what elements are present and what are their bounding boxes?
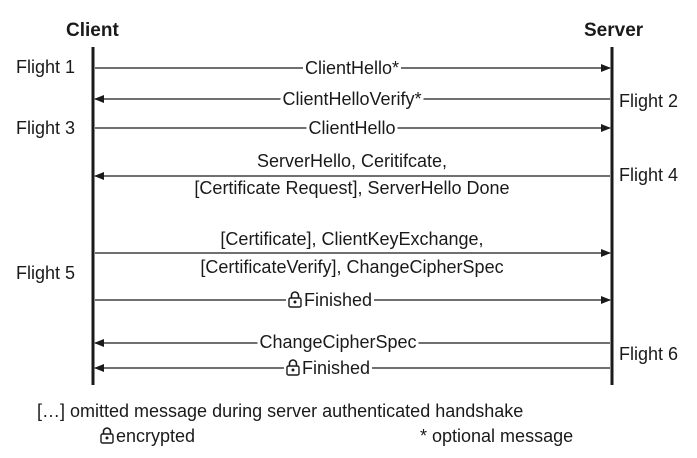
finished-label: Finished [301,358,371,378]
lock-icon [286,359,300,381]
message-finished-server: Finished [283,357,373,381]
lock-icon [100,427,114,449]
legend-encrypted-label: encrypted [116,426,196,446]
flight-1-label: Flight 1 [16,57,76,77]
message-serverhello-line2: [Certificate Request], ServerHello Done [194,178,510,198]
message-clienthelloverify: ClientHelloVerify* [280,88,424,110]
message-finished-client: Finished [285,289,375,313]
message-serverhello-line1: ServerHello, Ceritifcate, [256,151,448,171]
lock-icon [288,291,302,313]
message-certificate-line1: [Certificate], ClientKeyExchange, [220,229,484,249]
client-header: Client [66,20,119,41]
legend-optional: * optional message [420,426,574,446]
flight-6-label: Flight 6 [619,344,679,364]
server-header: Server [584,20,644,41]
message-clienthello-optional: ClientHello* [302,57,402,79]
flight-4-label: Flight 4 [619,165,679,185]
flight-5-label: Flight 5 [16,263,76,283]
message-clienthello: ClientHello [306,117,398,139]
message-certificate-line2: [CertificateVerify], ChangeCipherSpec [200,257,504,277]
flight-3-label: Flight 3 [16,118,76,138]
flight-2-label: Flight 2 [619,91,679,111]
legend-encrypted: encrypted [100,425,195,449]
message-changecipherspec: ChangeCipherSpec [257,331,419,353]
legend-omitted: […] omitted message during server authen… [37,401,524,421]
finished-label: Finished [303,290,373,310]
